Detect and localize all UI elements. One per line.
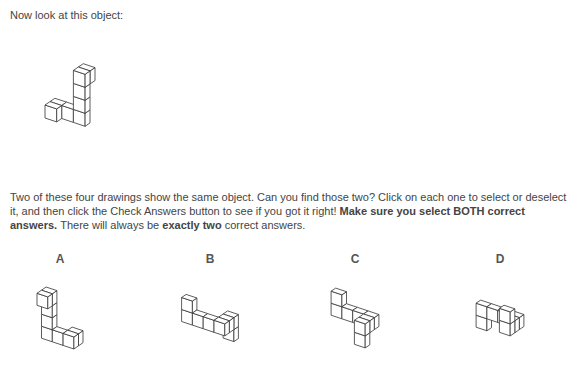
cube-face <box>354 317 369 324</box>
question-text: correct answers. <box>225 219 306 231</box>
instruction-text: Now look at this object: <box>10 9 123 21</box>
cube-face <box>182 294 197 301</box>
option-letter: B <box>195 252 225 266</box>
option-letter: D <box>485 252 515 266</box>
cube-face <box>331 288 346 295</box>
option-letter: A <box>45 252 75 266</box>
question-paragraph: Two of these four drawings show the same… <box>10 190 570 232</box>
option-letter: C <box>340 252 370 266</box>
cube-face <box>499 305 514 312</box>
cube-face <box>214 317 229 324</box>
instruction-text: Now look at this object: <box>10 8 123 22</box>
cube-face <box>45 102 62 109</box>
emphasis-text: exactly two <box>162 219 221 231</box>
cube-face <box>63 330 78 337</box>
cube-face <box>37 290 52 297</box>
cube-face <box>73 67 90 74</box>
question-text: There will always be <box>60 219 159 231</box>
